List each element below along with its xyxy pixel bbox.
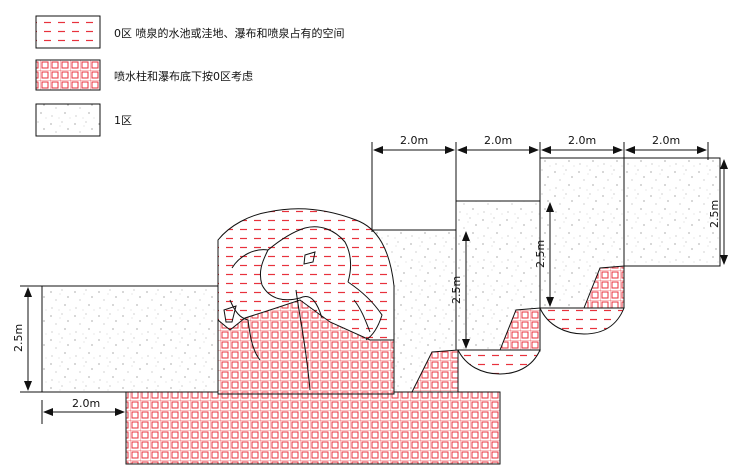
dimensions — [20, 142, 728, 424]
dim-left-height: 2.5m — [12, 324, 25, 352]
legend-item-zone0: 0区 喷泉的水池或洼地、瀑布和喷泉占有的空间 — [35, 15, 345, 49]
zone1-top-block — [623, 157, 721, 267]
dim-step1-height: 2.5m — [450, 276, 463, 304]
legend-label-zone1: 1区 — [114, 114, 132, 127]
dim-top-2: 2.0m — [484, 134, 512, 147]
dimension-labels: 2.0m 2.0m 2.0m 2.0m 2.5m 2.0m 2.5m 2.5m … — [12, 134, 721, 410]
zone1-left-block — [41, 285, 219, 393]
fountain-base — [125, 391, 501, 465]
dim-top-4: 2.0m — [652, 134, 680, 147]
legend-label-zone0: 0区 喷泉的水池或洼地、瀑布和喷泉占有的空间 — [114, 26, 345, 40]
dim-top-1: 2.0m — [400, 134, 428, 147]
dim-right-height: 2.5m — [708, 200, 721, 228]
dim-step2-height: 2.5m — [534, 240, 547, 268]
legend-swatch-zone0 — [35, 15, 101, 49]
pool-1 — [457, 349, 541, 375]
zone0-areas — [217, 208, 625, 375]
fountain-spray — [217, 208, 395, 341]
legend-item-zone1: 1区 — [35, 103, 132, 137]
pool-2 — [539, 307, 625, 335]
dim-left-width: 2.0m — [72, 397, 100, 410]
fountain-sculpture-lines — [223, 226, 383, 391]
legend: 0区 喷泉的水池或洼地、瀑布和喷泉占有的空间 喷水柱和瀑布底下按0区考虑 1区 — [35, 15, 345, 137]
legend-label-zone0-under: 喷水柱和瀑布底下按0区考虑 — [114, 69, 253, 83]
legend-swatch-zone0-under — [35, 59, 101, 91]
dim-top-3: 2.0m — [568, 134, 596, 147]
legend-item-zone0-under: 喷水柱和瀑布底下按0区考虑 — [35, 59, 253, 91]
legend-swatch-zone1 — [35, 103, 101, 137]
